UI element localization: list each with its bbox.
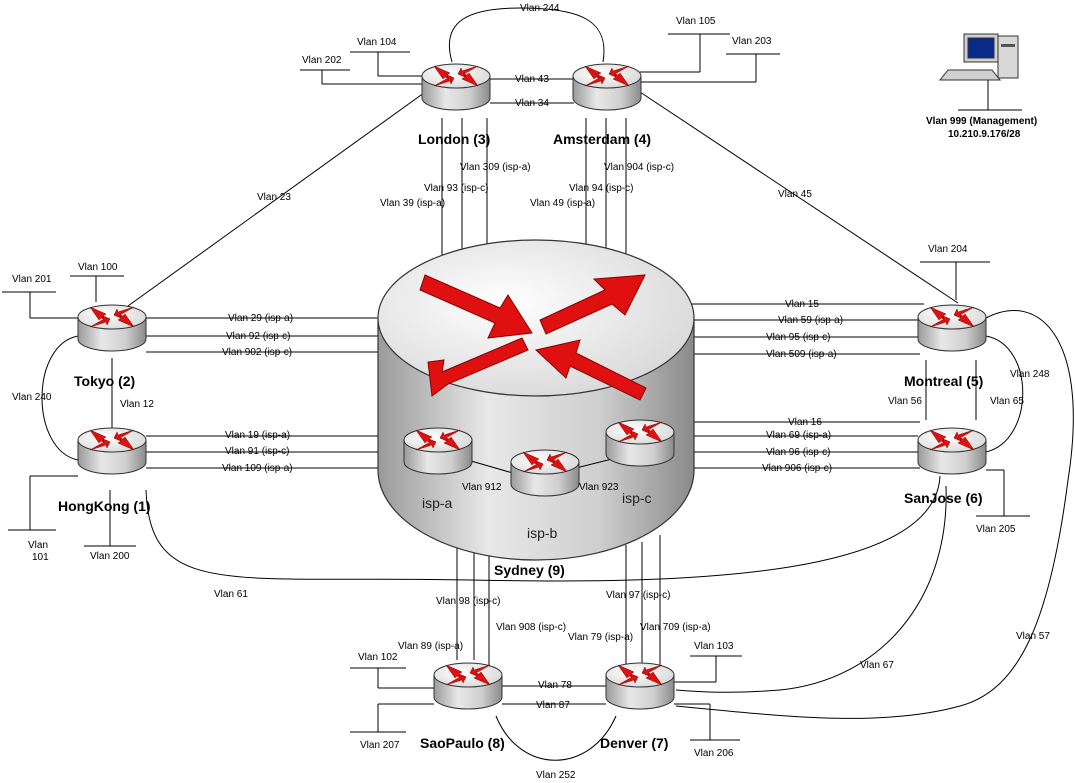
vlan-label: Vlan 509 (isp-a) bbox=[766, 349, 837, 360]
vlan-label: Vlan 78 bbox=[538, 680, 572, 691]
label-sanjose: SanJose (6) bbox=[904, 490, 983, 506]
vlan-label: Vlan 89 (isp-a) bbox=[398, 641, 463, 652]
vlan-label: Vlan 309 (isp-a) bbox=[460, 162, 531, 173]
vlan-label: Vlan 59 (isp-a) bbox=[778, 315, 843, 326]
vlan-label: Vlan 207 bbox=[360, 740, 400, 751]
vlan-label: Vlan 16 bbox=[788, 417, 822, 428]
vlan-label: Vlan 912 bbox=[462, 482, 502, 493]
vlan-label: Vlan 94 (isp-c) bbox=[569, 183, 633, 194]
vlan-label: Vlan 240 bbox=[12, 392, 52, 403]
vlan-label: Vlan 39 (isp-a) bbox=[380, 198, 445, 209]
links bbox=[2, 7, 1074, 761]
router-isp-b[interactable] bbox=[510, 449, 580, 497]
router-amsterdam[interactable] bbox=[572, 63, 642, 111]
router-hongkong[interactable] bbox=[77, 427, 147, 475]
router-isp-a[interactable] bbox=[403, 427, 473, 475]
vlan-label: Vlan 19 (isp-a) bbox=[225, 430, 290, 441]
vlan-label: Vlan 244 bbox=[520, 3, 560, 14]
vlan-label: Vlan 105 bbox=[676, 16, 716, 27]
label-amsterdam: Amsterdam (4) bbox=[553, 131, 651, 147]
vlan-label: Vlan 103 bbox=[694, 641, 734, 652]
vlan-label: Vlan 97 (isp-c) bbox=[606, 590, 670, 601]
vlan-label: Vlan 93 (isp-c) bbox=[424, 183, 488, 194]
vlan-label: Vlan 61 bbox=[214, 589, 248, 600]
vlan-label: Vlan 69 (isp-a) bbox=[766, 430, 831, 441]
management-vlan-label: Vlan 999 (Management) bbox=[926, 116, 1037, 127]
vlan-label: Vlan 56 bbox=[888, 396, 922, 407]
management-subnet-label: 10.210.9.176/28 bbox=[948, 129, 1021, 140]
vlan-label: Vlan 104 bbox=[357, 37, 397, 48]
vlan-label: Vlan 203 bbox=[732, 36, 772, 47]
vlan-label: Vlan 102 bbox=[358, 652, 398, 663]
sydney-router[interactable] bbox=[377, 239, 695, 561]
vlan-label: Vlan 923 bbox=[579, 482, 619, 493]
vlan-label: Vlan bbox=[28, 540, 48, 551]
router-saopaulo[interactable] bbox=[433, 662, 503, 710]
vlan-label: Vlan 252 bbox=[536, 770, 576, 781]
label-hongkong: HongKong (1) bbox=[58, 498, 151, 514]
vlan-label: Vlan 65 bbox=[990, 396, 1024, 407]
vlan-label: Vlan 96 (isp-c) bbox=[766, 447, 830, 458]
vlan-label: Vlan 67 bbox=[860, 660, 894, 671]
vlan-label: Vlan 92 (isp-c) bbox=[226, 331, 290, 342]
vlan-label: Vlan 49 (isp-a) bbox=[530, 198, 595, 209]
vlan-label: Vlan 79 (isp-a) bbox=[568, 632, 633, 643]
vlan-label: Vlan 206 bbox=[694, 748, 734, 759]
vlan-label: Vlan 248 bbox=[1010, 369, 1050, 380]
router-labels: London (3) Amsterdam (4) Tokyo (2) HongK… bbox=[58, 116, 1037, 751]
vlan-label: Vlan 91 (isp-c) bbox=[225, 446, 289, 457]
vlan-label: Vlan 29 (isp-a) bbox=[228, 313, 293, 324]
label-isp-b: isp-b bbox=[527, 525, 558, 541]
label-saopaulo: SaoPaulo (8) bbox=[420, 735, 505, 751]
vlan-label: Vlan 45 bbox=[778, 189, 812, 200]
label-denver: Denver (7) bbox=[600, 735, 668, 751]
vlan-labels: Vlan 244 Vlan 104 Vlan 202 Vlan 43 Vlan … bbox=[12, 3, 1050, 781]
vlan-label: 101 bbox=[32, 552, 49, 563]
management-pc-icon[interactable] bbox=[938, 33, 1019, 81]
vlan-label: Vlan 23 bbox=[257, 192, 291, 203]
label-isp-a: isp-a bbox=[422, 495, 453, 511]
vlan-label: Vlan 57 bbox=[1016, 631, 1050, 642]
router-london[interactable] bbox=[421, 63, 491, 111]
vlan-label: Vlan 908 (isp-c) bbox=[496, 622, 566, 633]
vlan-label: Vlan 201 bbox=[12, 274, 52, 285]
router-isp-c[interactable] bbox=[605, 419, 675, 467]
router-tokyo[interactable] bbox=[77, 304, 147, 352]
vlan-label: Vlan 95 (isp-c) bbox=[766, 332, 830, 343]
vlan-label: Vlan 902 (isp-c) bbox=[222, 347, 292, 358]
vlan-label: Vlan 12 bbox=[120, 399, 154, 410]
vlan-label: Vlan 87 bbox=[536, 700, 570, 711]
vlan-label: Vlan 906 (isp-c) bbox=[762, 463, 832, 474]
vlan-label: Vlan 904 (isp-c) bbox=[604, 162, 674, 173]
vlan-label: Vlan 204 bbox=[928, 244, 968, 255]
vlan-label: Vlan 100 bbox=[78, 262, 118, 273]
label-montreal: Montreal (5) bbox=[904, 373, 983, 389]
label-isp-c: isp-c bbox=[622, 490, 652, 506]
vlan-label: Vlan 200 bbox=[90, 551, 130, 562]
vlan-label: Vlan 205 bbox=[976, 524, 1016, 535]
router-montreal[interactable] bbox=[917, 304, 987, 352]
vlan-label: Vlan 15 bbox=[785, 299, 819, 310]
label-sydney: Sydney (9) bbox=[494, 562, 565, 578]
router-sanjose[interactable] bbox=[917, 427, 987, 475]
vlan-label: Vlan 709 (isp-a) bbox=[640, 622, 711, 633]
label-london: London (3) bbox=[418, 131, 490, 147]
vlan-label: Vlan 34 bbox=[515, 98, 549, 109]
vlan-label: Vlan 109 (isp-a) bbox=[222, 463, 293, 474]
vlan-label: Vlan 202 bbox=[302, 55, 342, 66]
vlan-label: Vlan 43 bbox=[515, 74, 549, 85]
vlan-label: Vlan 98 (isp-c) bbox=[436, 596, 500, 607]
router-denver[interactable] bbox=[605, 662, 675, 710]
label-tokyo: Tokyo (2) bbox=[74, 373, 135, 389]
